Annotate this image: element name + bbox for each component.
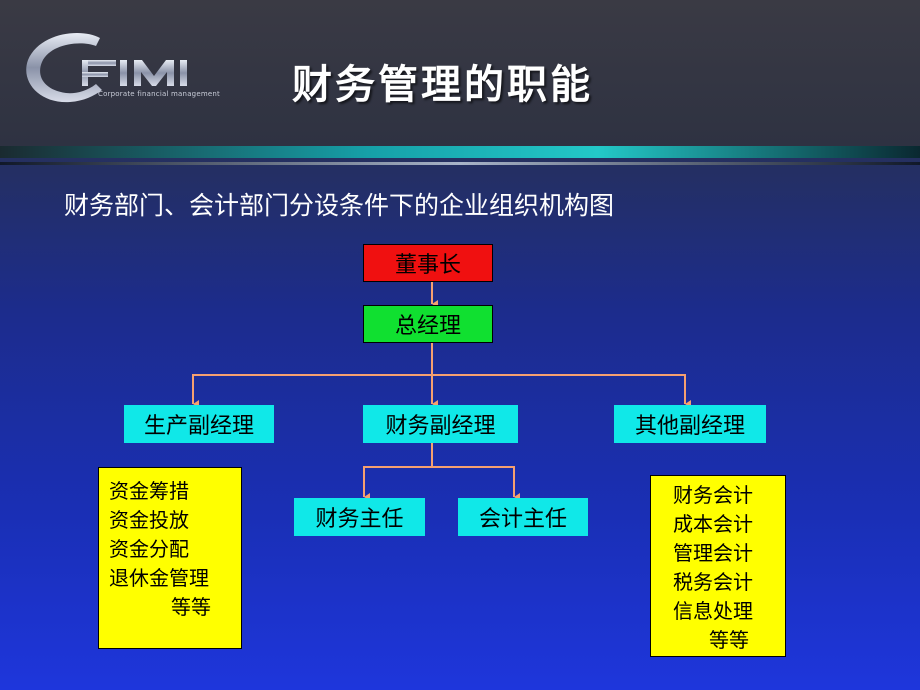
- connector-directors-branch: [363, 466, 520, 501]
- header-accent-band: [0, 146, 920, 158]
- finance-director-box: 财务主任: [294, 498, 425, 536]
- finance-duties-list: 资金筹措 资金投放 资金分配 退休金管理 等等: [98, 467, 242, 649]
- page-title: 财务管理的职能: [292, 62, 593, 108]
- vp-production-box: 生产副经理: [124, 405, 274, 443]
- finance-director-label: 财务主任: [315, 507, 404, 532]
- list-item: 信息处理: [673, 599, 753, 623]
- connector-gm-vp-branch: [192, 374, 686, 404]
- accounting-director-box: 会计主任: [458, 498, 588, 536]
- cfm-logo: [22, 30, 237, 110]
- accounting-director-label: 会计主任: [478, 507, 567, 532]
- vp-finance-box: 财务副经理: [363, 405, 518, 443]
- header-divider-line: [0, 162, 920, 165]
- chairman-label: 董事长: [394, 253, 461, 278]
- vp-other-label: 其他副经理: [634, 414, 745, 439]
- list-item: 退休金管理: [109, 566, 209, 590]
- list-item: 资金筹措: [109, 479, 189, 503]
- page-subtitle: 财务部门、会计部门分设条件下的企业组织机构图: [64, 191, 615, 220]
- list-item: 成本会计: [673, 512, 753, 536]
- list-item: 税务会计: [673, 570, 753, 594]
- list-item: 等等: [709, 628, 749, 652]
- logo-tagline: Corporate financial management: [98, 90, 220, 98]
- general-manager-label: 总经理: [394, 314, 461, 339]
- list-item: 财务会计: [673, 483, 753, 507]
- chairman-box: 董事长: [363, 244, 493, 282]
- vp-other-box: 其他副经理: [614, 405, 766, 443]
- header-bar: [0, 0, 920, 148]
- accounting-duties-list: 财务会计 成本会计 管理会计 税务会计 信息处理 等等: [650, 475, 786, 657]
- general-manager-box: 总经理: [363, 305, 493, 343]
- list-item: 管理会计: [673, 541, 753, 565]
- list-item: 资金分配: [109, 537, 189, 561]
- vp-production-label: 生产副经理: [143, 414, 254, 439]
- list-item: 等等: [171, 595, 211, 619]
- vp-finance-label: 财务副经理: [385, 414, 496, 439]
- cfm-logo-icon: [26, 33, 187, 103]
- list-item: 资金投放: [109, 508, 189, 532]
